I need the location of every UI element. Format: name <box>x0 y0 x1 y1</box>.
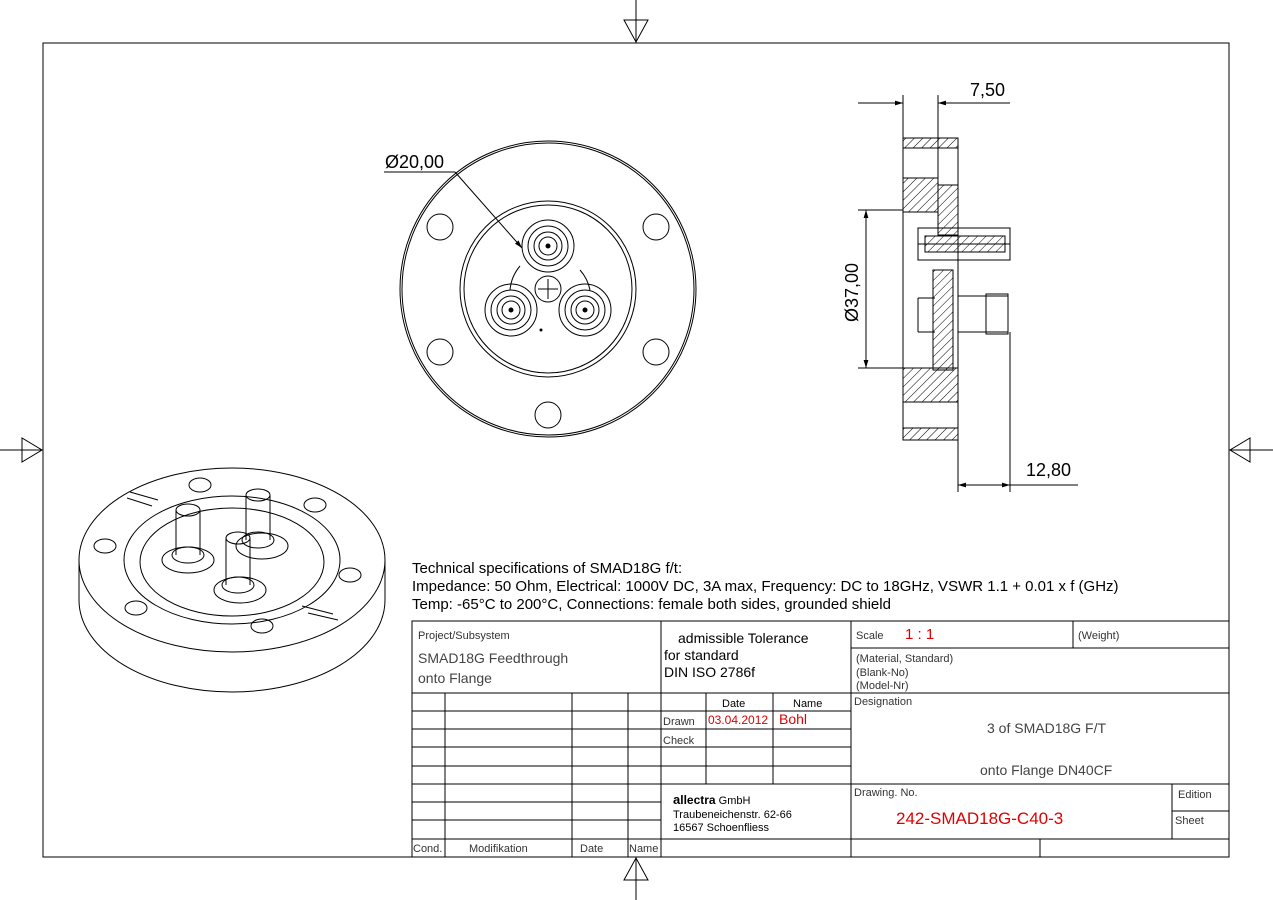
drawing-number: 242-SMAD18G-C40-3 <box>896 809 1063 828</box>
check-label: Check <box>663 735 695 747</box>
blank-label: (Blank-No) <box>856 667 909 679</box>
spec-title: Technical specifications of SMAD18G f/t: <box>412 560 682 577</box>
connector-right <box>558 283 612 337</box>
address-line2: 16567 Schoenfliess <box>673 822 770 834</box>
dim-bore-diameter: Ø37,00 <box>842 263 862 322</box>
project-name-line1: SMAD18G Feedthrough <box>418 650 568 666</box>
date-header: Date <box>722 698 745 710</box>
scale-value: 1 : 1 <box>905 626 934 643</box>
weight-label: (Weight) <box>1078 630 1119 642</box>
edition-label: Edition <box>1178 789 1212 801</box>
side-dimension-lines <box>858 95 1078 492</box>
flange-front-view <box>384 140 697 438</box>
cond-label: Cond. <box>413 843 442 855</box>
bolt-hole <box>426 338 454 366</box>
iso-connector-2 <box>235 488 289 560</box>
sheet-label: Sheet <box>1175 815 1204 827</box>
tolerance-line1: admissible Tolerance <box>678 630 809 646</box>
address-line1: Traubeneichenstr. 62-66 <box>673 809 792 821</box>
tolerance-line3: DIN ISO 2786f <box>664 664 755 680</box>
tolerance-line2: for standard <box>664 647 739 663</box>
iso-connector-1 <box>161 503 215 574</box>
material-label: (Material, Standard) <box>856 653 953 665</box>
drawing-no-label: Drawing. No. <box>854 787 918 799</box>
date-col-label: Date <box>580 843 603 855</box>
name-col-label: Name <box>629 843 658 855</box>
bolt-hole <box>426 213 454 241</box>
bolt-hole <box>642 338 670 366</box>
company-suffix: GmbH <box>716 795 751 807</box>
bolt-hole-bottom <box>534 401 562 429</box>
designation-line2: onto Flange DN40CF <box>980 762 1112 778</box>
company-name: allectra GmbH <box>673 792 750 807</box>
modification-label: Modifikation <box>469 843 528 855</box>
flange-side-view <box>902 137 1011 441</box>
model-label: (Model-Nr) <box>856 680 909 692</box>
dim-top-diameter: Ø20,00 <box>385 152 444 172</box>
name-header: Name <box>793 698 822 710</box>
company-prefix: a <box>673 792 681 807</box>
spec-temperature: Temp: -65°C to 200°C, Connections: femal… <box>412 596 891 613</box>
flange-isometric-view <box>78 467 386 693</box>
scale-label: Scale <box>856 630 884 642</box>
designation-label: Designation <box>854 696 912 708</box>
connector-left <box>484 283 538 337</box>
spec-impedance: Impedance: 50 Ohm, Electrical: 1000V DC,… <box>412 578 1119 595</box>
dim-flange-thickness: 7,50 <box>970 80 1005 100</box>
connector-top <box>521 219 575 273</box>
drawn-date: 03.04.2012 <box>708 713 768 727</box>
bolt-hole <box>642 213 670 241</box>
drawn-label: Drawn <box>663 716 695 728</box>
designation-line1: 3 of SMAD18G F/T <box>987 720 1106 736</box>
bolt-hole-top <box>534 275 562 303</box>
iso-connector-3 <box>213 531 267 604</box>
company-bold: llectra <box>680 793 716 807</box>
title-block <box>411 620 1230 858</box>
drawn-name: Bohl <box>779 711 807 727</box>
project-name-line2: onto Flange <box>418 670 492 686</box>
project-label: Project/Subsystem <box>418 630 510 642</box>
dim-connector-length: 12,80 <box>1026 460 1071 480</box>
